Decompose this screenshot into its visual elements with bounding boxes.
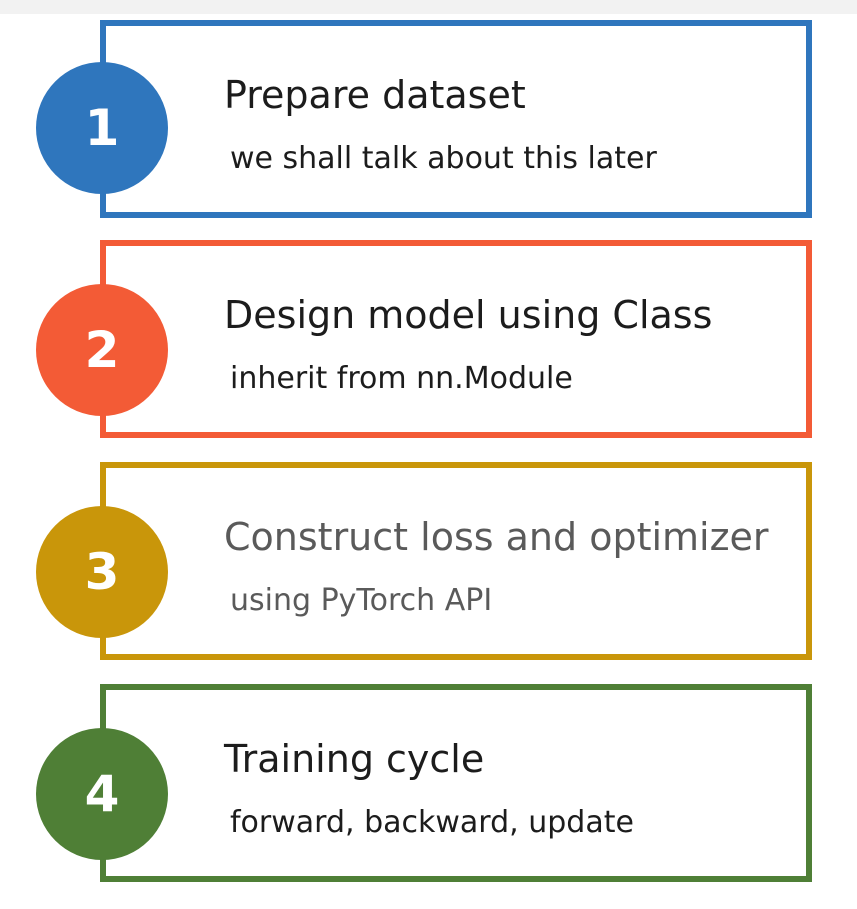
step-box-2: Design model using Class inherit from nn… bbox=[100, 240, 812, 438]
step-number-1-circle: 1 bbox=[36, 62, 168, 194]
top-strip bbox=[0, 0, 857, 14]
step-subtitle-2: inherit from nn.Module bbox=[230, 361, 573, 396]
step-number-3-circle: 3 bbox=[36, 506, 168, 638]
step-number-4: 4 bbox=[84, 765, 120, 823]
step-box-3: Construct loss and optimizer using PyTor… bbox=[100, 462, 812, 660]
step-number-3: 3 bbox=[84, 543, 120, 601]
step-box-1: Prepare dataset we shall talk about this… bbox=[100, 20, 812, 218]
step-title-4: Training cycle bbox=[224, 737, 485, 781]
step-title-2: Design model using Class bbox=[224, 293, 713, 337]
step-number-2-circle: 2 bbox=[36, 284, 168, 416]
step-number-1: 1 bbox=[84, 99, 120, 157]
step-number-4-circle: 4 bbox=[36, 728, 168, 860]
step-subtitle-3: using PyTorch API bbox=[230, 583, 493, 618]
step-box-4: Training cycle forward, backward, update bbox=[100, 684, 812, 882]
step-subtitle-4: forward, backward, update bbox=[230, 805, 634, 840]
step-title-3: Construct loss and optimizer bbox=[224, 515, 769, 559]
step-subtitle-1: we shall talk about this later bbox=[230, 141, 657, 176]
step-number-2: 2 bbox=[84, 321, 120, 379]
step-title-1: Prepare dataset bbox=[224, 73, 526, 117]
